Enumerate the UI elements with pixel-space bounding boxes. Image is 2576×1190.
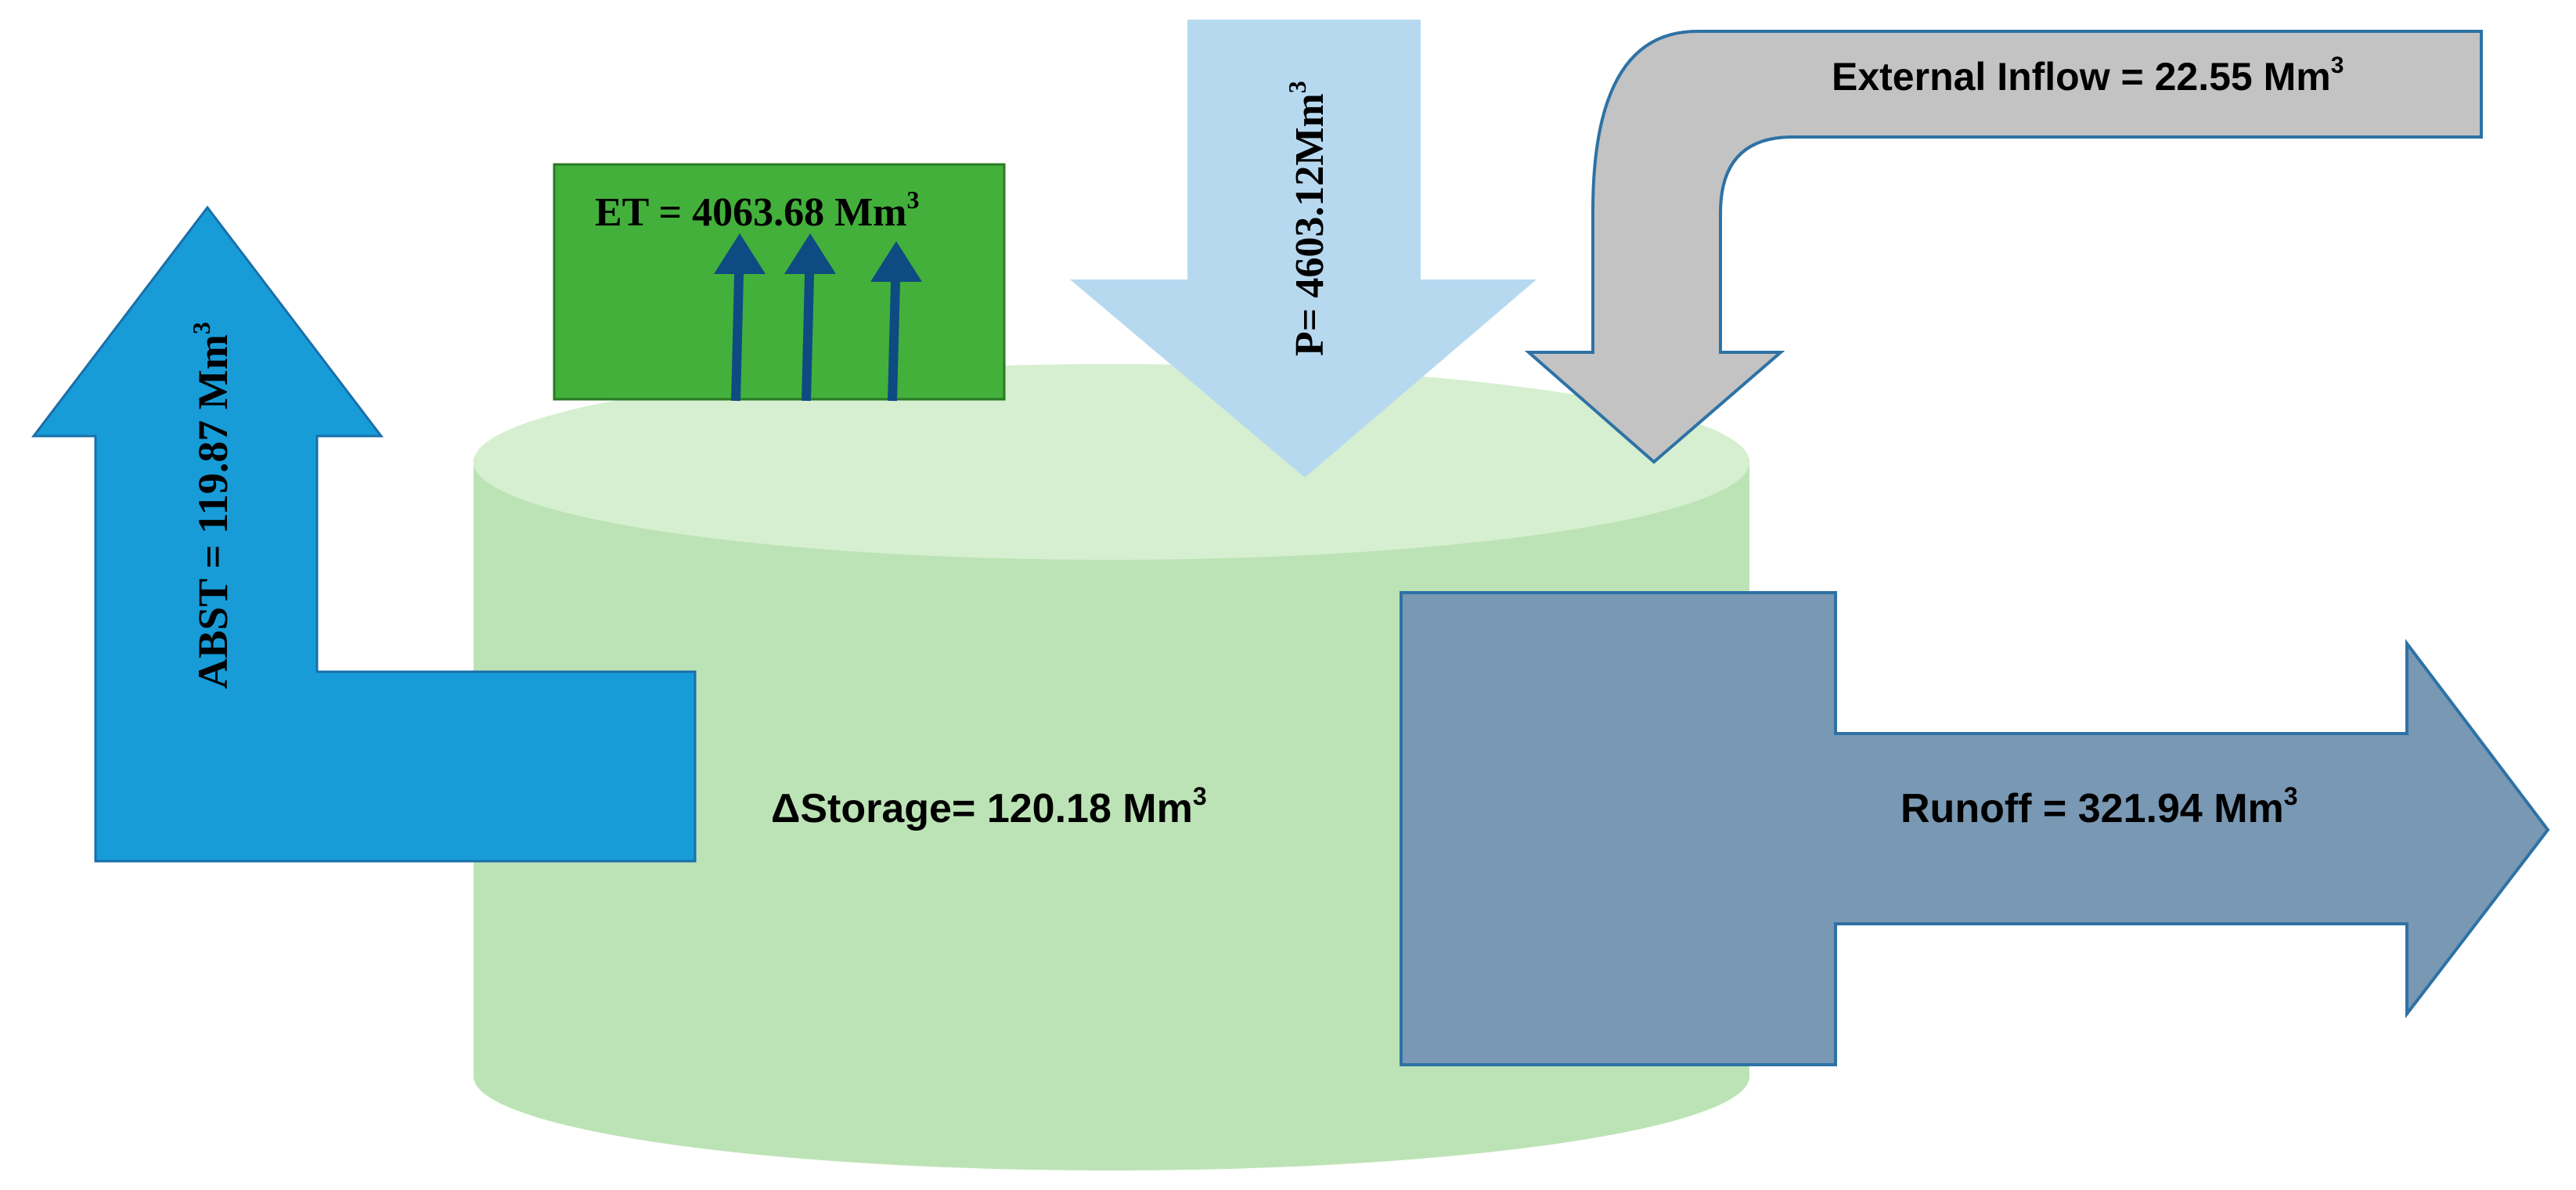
runoff-label: Runoff = 321.94 Mm3	[1900, 782, 2298, 831]
abstraction-label: ABST = 119.87 Mm3	[187, 322, 236, 689]
et-arrowhead-1	[714, 233, 766, 274]
storage-label: ΔStorage= 120.18 Mm3	[771, 782, 1207, 831]
et-arrowhead-2	[784, 233, 836, 274]
et-arrowheads	[714, 233, 922, 282]
external-inflow-arrow	[1524, 30, 2483, 464]
abstraction-arrow	[31, 205, 697, 863]
et-arrowhead-3	[870, 241, 922, 282]
cylinder-top	[474, 364, 1749, 560]
precipitation-label: P= 4603.12Mm3	[1283, 81, 1332, 356]
et-label: ET = 4063.68 Mm3	[595, 186, 919, 235]
runoff-arrow	[1400, 591, 2550, 1066]
external-inflow-label: External Inflow = 22.55 Mm3	[1832, 52, 2344, 99]
et-box	[553, 163, 1006, 401]
precipitation-arrow	[1070, 20, 1537, 478]
